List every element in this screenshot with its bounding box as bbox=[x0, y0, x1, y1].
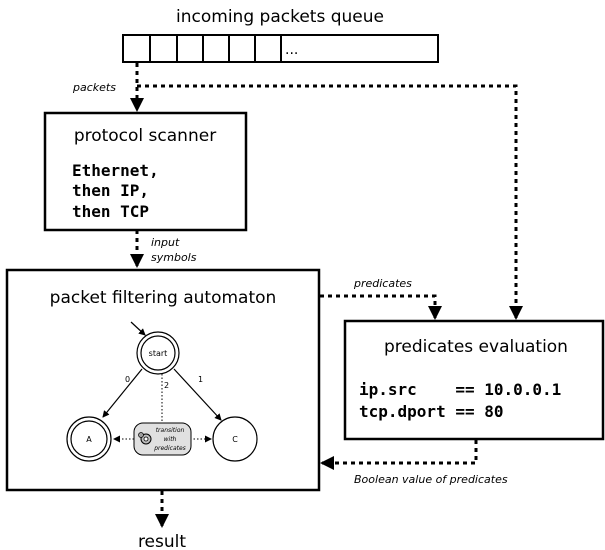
packets-queue bbox=[122, 34, 439, 63]
state-c-label: C bbox=[232, 435, 238, 444]
transition-0-label: 0 bbox=[125, 375, 130, 384]
state-start bbox=[136, 331, 180, 375]
state-start-label: start bbox=[149, 349, 168, 358]
arrow-evaluation-to-automaton bbox=[320, 440, 478, 470]
protocol-scanner-box bbox=[43, 111, 248, 232]
state-c bbox=[212, 416, 258, 462]
protocol-scanner-title: protocol scanner bbox=[74, 126, 216, 146]
evaluation-line-2: tcp.dport == 80 bbox=[359, 402, 504, 421]
transition-1 bbox=[173, 368, 222, 421]
state-a bbox=[66, 416, 112, 462]
initial-arrow bbox=[130, 321, 146, 336]
queue-title: incoming packets queue bbox=[176, 7, 384, 27]
label-symbols: symbols bbox=[151, 251, 197, 264]
label-input: input bbox=[151, 236, 180, 249]
scanner-line-1: Ethernet, bbox=[72, 161, 159, 180]
transition-2-label: 2 bbox=[164, 381, 169, 390]
arrow-automaton-to-evaluation bbox=[320, 294, 442, 320]
evaluation-line-1: ip.src == 10.0.0.1 bbox=[359, 380, 561, 399]
label-predicates: predicates bbox=[353, 277, 412, 290]
label-packets: packets bbox=[72, 81, 116, 94]
scanner-line-2: then IP, bbox=[72, 181, 149, 200]
predicate-box-line-2: with bbox=[164, 436, 177, 443]
predicate-box-line-3: predicates bbox=[153, 445, 186, 452]
scanner-line-3: then TCP bbox=[72, 202, 149, 221]
arrow-queue-to-evaluation bbox=[137, 84, 523, 320]
state-a-label: A bbox=[86, 435, 92, 444]
result-label: result bbox=[138, 532, 186, 550]
predicates-evaluation-title: predicates evaluation bbox=[384, 337, 568, 357]
label-boolean-value: Boolean value of predicates bbox=[354, 473, 508, 486]
transition-0 bbox=[102, 368, 143, 418]
automaton-title: packet filtering automaton bbox=[50, 288, 277, 308]
predicate-transition-box bbox=[133, 422, 192, 456]
gear-icon bbox=[138, 432, 152, 445]
queue-ellipsis: ... bbox=[285, 42, 298, 58]
predicates-evaluation-box bbox=[343, 319, 605, 441]
predicate-box-line-1: transition bbox=[156, 427, 185, 434]
transition-1-label: 1 bbox=[198, 375, 203, 384]
